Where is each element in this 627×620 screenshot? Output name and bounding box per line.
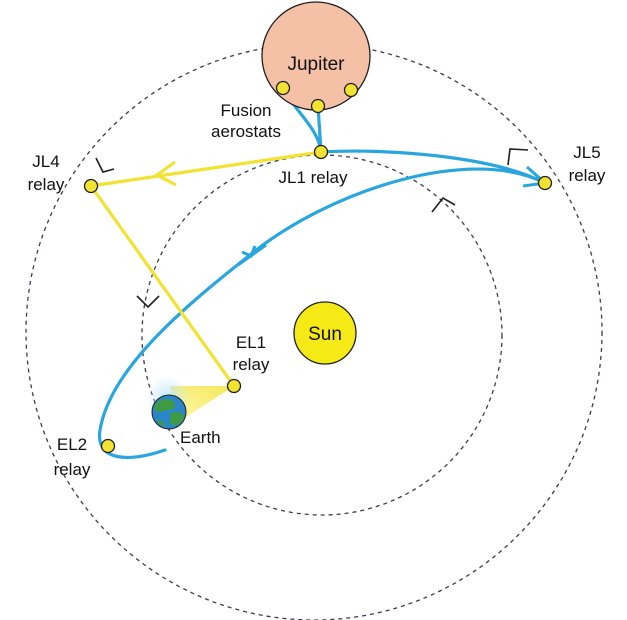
fusion-aerostats-label-line1: Fusion [220,101,271,120]
el2-relay-node [100,438,116,454]
sun [293,301,357,365]
el1-relay-label-line1: EL1 [236,333,266,352]
el1-relay-node [226,378,242,394]
orbit-direction-arrow-inner-right [431,196,456,213]
jl1-relay-node [313,144,329,160]
relay-link-arrow [153,160,177,187]
jupiter-orbit [25,43,603,620]
transfer-arrow-down-shaft [237,243,267,267]
jl4-relay-label-line2: relay [28,175,65,194]
el2-relay-label-line2: relay [54,460,91,479]
earth [151,394,187,430]
fusion-aerostats-label-line2: aerostats [211,122,281,141]
orbit-direction-arrow-inner-left [136,295,160,309]
transfer-path-jl1-jl5 [320,149,547,185]
jl4-relay-label-line1: JL4 [32,152,59,171]
earth-label: Earth [180,428,221,447]
sun-label: Sun [308,324,342,345]
el1-relay-label-line2: relay [233,355,270,374]
jl5-relay-node [537,175,553,191]
jl4-relay-node [83,178,99,194]
aerostat-node-middle [310,98,326,114]
orbit-direction-arrow-jl5 [507,148,529,166]
el2-relay-label-line1: EL2 [57,435,87,454]
aerostat-node-right [343,82,359,98]
jl1-relay-label: JL1 relay [279,168,348,187]
aerostat-node-left [275,80,291,96]
jl5-relay-label-line2: relay [569,166,606,185]
relay-link-jl4-el1 [89,185,236,387]
aerostat-link-middle [316,105,323,152]
orbit-direction-arrow-jl4 [95,157,115,173]
earth-orbit [141,154,503,516]
jl5-relay-label-line1: JL5 [573,143,600,162]
relay-link-jl1-jl4 [90,150,322,188]
jupiter-label: Jupiter [287,54,345,75]
